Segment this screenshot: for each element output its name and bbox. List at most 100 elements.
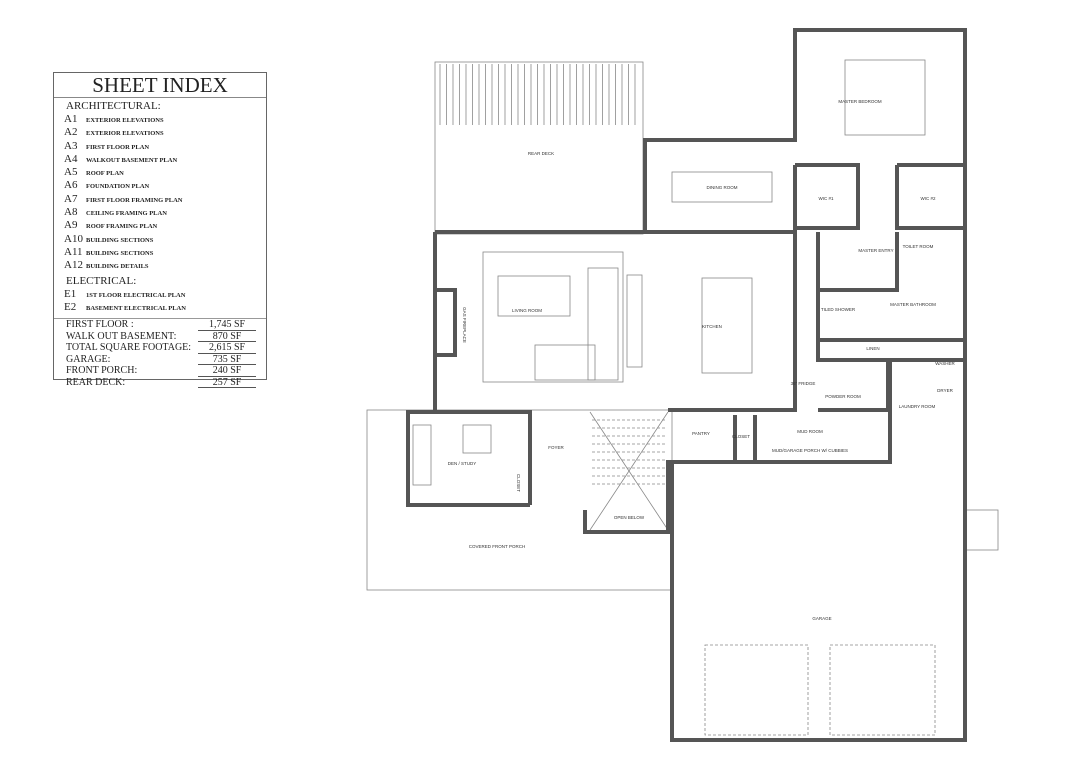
sheet-code: A3 (64, 139, 78, 152)
console (626, 274, 643, 368)
sheet-code: A11 (64, 245, 83, 258)
area-row: GARAGE:735 SF (66, 354, 256, 366)
sheet-description: FIRST FLOOR FRAMING PLAN (86, 196, 183, 204)
room-label-powder-room: POWDER ROOM (825, 394, 861, 399)
sheet-description: ROOF PLAN (86, 170, 124, 178)
sheet-code: E2 (64, 300, 77, 313)
garage-side-landing (964, 509, 999, 551)
sheet-index-row: A9 ROOF FRAMING PLAN (64, 219, 266, 232)
sheet-code: A2 (64, 126, 78, 139)
area-row: FIRST FLOOR : 1,745 SF (66, 319, 256, 331)
sheet-index-row: A5 ROOF PLAN (64, 166, 266, 179)
sheet-description: FIRST FLOOR PLAN (86, 143, 150, 151)
sheet-description: BUILDING SECTIONS (86, 236, 154, 244)
sheet-index-row: E1 1ST FLOOR ELECTRICAL PLAN (64, 288, 266, 301)
room-label-foyer: FOYER (548, 445, 564, 450)
garage-door-1 (704, 644, 809, 736)
room-label-study-closet: CLOSET (516, 474, 521, 492)
sheet-description: EXTERIOR ELEVATIONS (86, 130, 164, 138)
sheet-description: BASEMENT ELECTRICAL PLAN (86, 304, 186, 312)
sheet-description: BUILDING SECTIONS (86, 249, 154, 257)
deck-stairs (439, 64, 636, 125)
sheet-description: WALKOUT BASEMENT PLAN (86, 156, 178, 164)
label-washer: WASHER (935, 361, 955, 366)
area-row: FRONT PORCH: 240 SF (66, 365, 256, 377)
electrical-heading: ELECTRICAL: (66, 274, 137, 287)
area-value: 1,745 SF (198, 319, 256, 331)
room-label-pantry: PANTRY (692, 431, 710, 436)
room-label-wic2: WIC #2 (920, 196, 936, 201)
room-label-mud-closet: CLOSET (732, 434, 750, 439)
room-label-master-bathroom: MASTER BATHROOM (890, 302, 936, 307)
label-gas-fireplace: GAS FIREPLACE (462, 307, 467, 343)
room-label-study: DEN / STUDY (448, 461, 477, 466)
sheet-description: FOUNDATION PLAN (86, 183, 150, 191)
room-label-kitchen: KITCHEN (702, 324, 722, 329)
area-value: 2,615 SF (198, 342, 256, 354)
area-row: WALK OUT BASEMENT:870 SF (66, 331, 256, 343)
sheet-code: A8 (64, 206, 78, 219)
sheet-index-row: A1 EXTERIOR ELEVATIONS (64, 113, 266, 126)
label-dryer: DRYER (937, 388, 953, 393)
room-label-covered-front-porch: COVERED FRONT PORCH (469, 544, 525, 549)
room-label-mud-room: MUD ROOM (797, 429, 823, 434)
sheet-code: A5 (64, 166, 78, 179)
room-label-master-entry: MASTER ENTRY (858, 248, 893, 253)
sofa-chaise (534, 344, 596, 381)
sheet-index-row: E2 BASEMENT ELECTRICAL PLAN (64, 301, 266, 314)
area-value: 240 SF (198, 365, 256, 377)
sheet-index-row: A2 EXTERIOR ELEVATIONS (64, 126, 266, 139)
area-row: TOTAL SQUARE FOOTAGE:2,615 SF (66, 342, 256, 354)
area-label: FRONT PORCH: (66, 365, 138, 377)
sheet-description: ROOF FRAMING PLAN (86, 223, 158, 231)
room-label-rear-deck: REAR DECK (528, 151, 554, 156)
sheet-description: CEILING FRAMING PLAN (86, 210, 167, 218)
sheet-code: A4 (64, 152, 78, 165)
sheet-index-row: A3 FIRST FLOOR PLAN (64, 140, 266, 153)
room-label-laundry-room: LAUNDRY ROOM (899, 404, 936, 409)
bed (844, 59, 926, 136)
sheet-index-row: A8 CEILING FRAMING PLAN (64, 206, 266, 219)
area-row: REAR DECK: 257 SF (66, 377, 256, 389)
sheet-index-row: A7 FIRST FLOOR FRAMING PLAN (64, 193, 266, 206)
sheet-description: EXTERIOR ELEVATIONS (86, 117, 164, 124)
sheet-index-row: A4 WALKOUT BASEMENT PLAN (64, 153, 266, 166)
dining-table (671, 171, 773, 203)
sheet-code: A10 (64, 232, 83, 245)
label-mud-porch: MUD/GARAGE PORCH W/ CUBBIES (772, 448, 848, 453)
area-label: FIRST FLOOR : (66, 319, 134, 331)
sheet-code: A9 (64, 219, 78, 232)
room-label-wic1: WIC #1 (818, 196, 834, 201)
area-value: 870 SF (198, 331, 256, 343)
main-stairs (592, 419, 666, 485)
sheet-index-row: A6 FOUNDATION PLAN (64, 179, 266, 192)
sheet-description: 1ST FLOOR ELECTRICAL PLAN (86, 291, 186, 299)
label-fridge: 36" FRIDGE (791, 381, 816, 386)
room-label-garage: GARAGE (812, 616, 831, 621)
walls (406, 28, 967, 742)
kitchen-island (701, 277, 753, 374)
sheet-code: E1 (64, 287, 77, 300)
room-label-linen: LINEN (866, 346, 879, 351)
area-rug (482, 251, 624, 383)
coffee-table (497, 275, 571, 317)
room-label-dining-room: DINING ROOM (707, 185, 738, 190)
area-value: 257 SF (198, 377, 256, 389)
sheet-index-title: SHEET INDEX (54, 73, 266, 98)
architectural-heading: ARCHITECTURAL: (66, 100, 161, 112)
area-label: GARAGE: (66, 353, 111, 365)
room-label-open-below: OPEN BELOW (614, 515, 645, 520)
sectional-sofa (587, 267, 619, 381)
study-sofa (412, 424, 432, 486)
room-label-living-room: LIVING ROOM (512, 308, 542, 313)
sheet-code: A7 (64, 192, 78, 205)
sheet-code: A6 (64, 179, 78, 192)
area-label: REAR DECK: (66, 376, 126, 388)
study-table (462, 424, 492, 454)
sheet-code: A1 (64, 113, 78, 125)
